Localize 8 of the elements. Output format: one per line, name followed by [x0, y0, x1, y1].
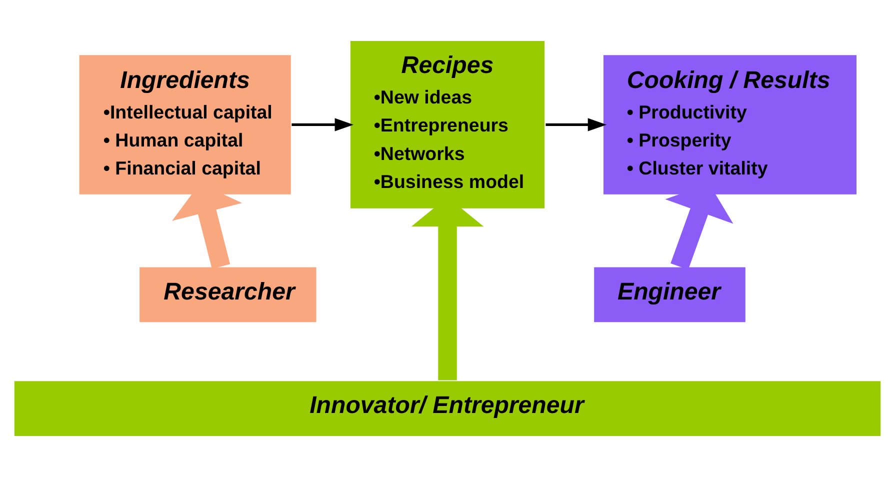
- node-box: Ingredients •Intellectual capital • Human capital • Financial capital: [78, 54, 292, 196]
- node-box: Recipes •New ideas •Entrepreneurs •Networks •Business model: [349, 40, 546, 210]
- node-box: Innovator/ Entrepreneur: [13, 380, 882, 438]
- node-box: Researcher: [138, 266, 318, 324]
- arrow: [546, 118, 607, 132]
- node-box: Cooking / Results • Productivity • Prosperity • Cluster vitality: [602, 54, 858, 196]
- node-box: Engineer: [592, 266, 747, 324]
- arrow: [292, 118, 354, 132]
